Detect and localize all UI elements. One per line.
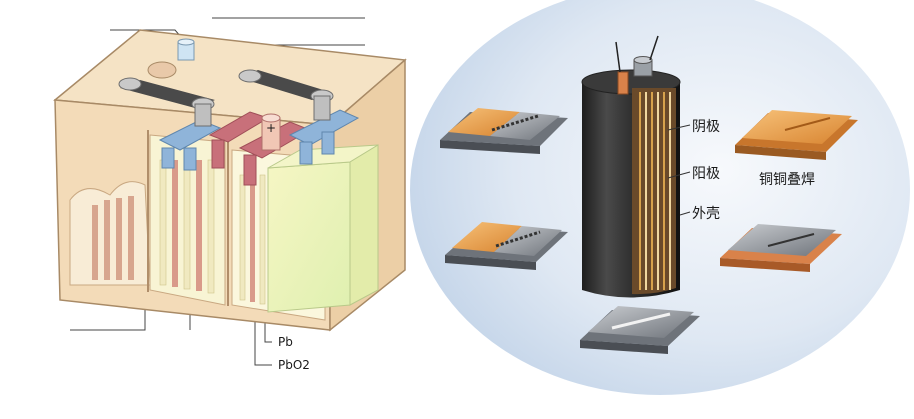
- weld-sample-top-right: [735, 110, 858, 160]
- positive-post: +: [261, 113, 281, 151]
- electrolyte-block: [267, 161, 351, 313]
- label-shell: 外壳: [692, 205, 720, 222]
- label-pb: Pb: [278, 335, 293, 349]
- weld-sample-mid-right: [720, 224, 842, 272]
- weld-sample-top-left: [440, 108, 568, 154]
- lead-acid-battery-diagram: + Pb PbO2: [53, 17, 407, 372]
- electrode-layers: [639, 92, 671, 290]
- label-anode: 阳极: [692, 166, 720, 182]
- label-pbo2: PbO2: [278, 358, 310, 372]
- weld-sample-mid-left: [445, 222, 568, 270]
- middle-cell-plates: [159, 159, 215, 294]
- label-cathode: 阴极: [692, 119, 720, 135]
- cylindrical-cell-diagram: 阴极 阳极 外壳 铜铜叠焊: [410, 0, 910, 395]
- label-copper-weld: 铜铜叠焊: [759, 172, 815, 188]
- cell-leader-lines: [667, 124, 691, 216]
- copper-tab: [617, 71, 629, 95]
- top-strap: [120, 80, 215, 108]
- left-cell-plates: [92, 196, 134, 280]
- terminal-posts: [118, 38, 334, 127]
- electrolyte-block-side: [349, 144, 379, 306]
- cylinder-cell: [581, 35, 681, 298]
- top-strap: [240, 70, 330, 100]
- weld-sample-bottom: [580, 306, 700, 354]
- positive-sign: +: [266, 121, 276, 135]
- right-cell-plates: [239, 174, 266, 305]
